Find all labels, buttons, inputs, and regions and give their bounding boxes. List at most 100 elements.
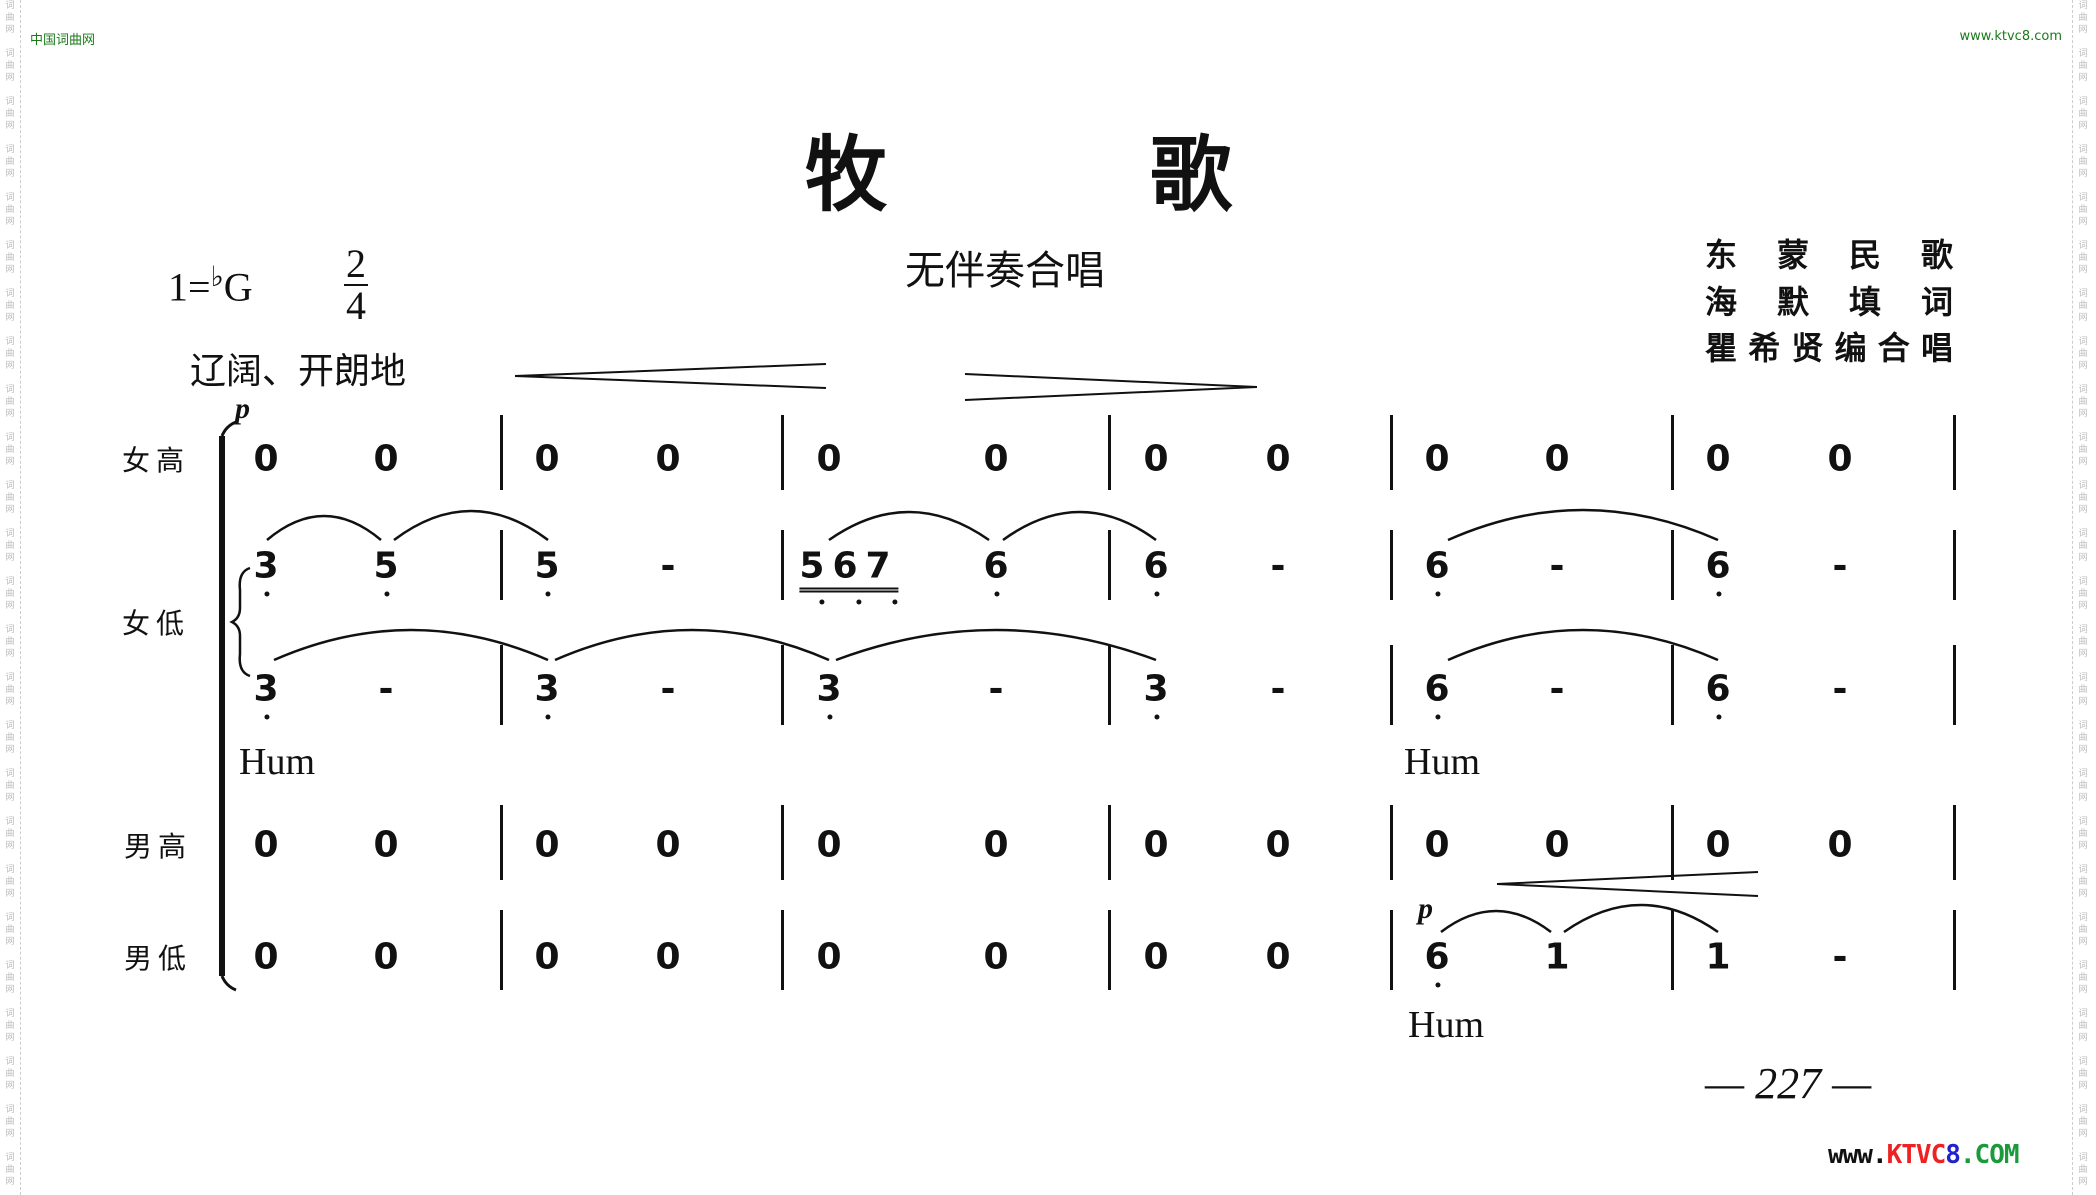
rest: 0 xyxy=(373,438,399,480)
rest: 0 xyxy=(253,438,279,480)
slur xyxy=(393,509,549,541)
bar-line xyxy=(1390,530,1393,600)
bar-line xyxy=(1390,805,1393,880)
rest: 0 xyxy=(1424,824,1450,866)
rest: 0 xyxy=(983,824,1009,866)
site-watermark-right: www.ktvc8.com xyxy=(1959,29,2062,44)
time-bottom: 4 xyxy=(346,283,366,328)
rest: 0 xyxy=(1827,824,1853,866)
bar-line xyxy=(1953,805,1956,880)
site-watermark-left: 中国词曲网 xyxy=(30,33,96,48)
rest: 0 xyxy=(1265,936,1291,978)
time-top: 2 xyxy=(344,241,368,286)
note: 6 xyxy=(1143,546,1169,597)
dash-extension: - xyxy=(1832,668,1848,710)
tempo-marking: 辽阔、开朗地 xyxy=(190,351,407,392)
bar-line xyxy=(1108,805,1111,880)
dash-extension: - xyxy=(660,668,676,710)
rest: 0 xyxy=(253,936,279,978)
rest: 0 xyxy=(534,936,560,978)
bar-line xyxy=(500,415,503,490)
note: 3 xyxy=(534,669,560,720)
rest: 0 xyxy=(1424,438,1450,480)
bar-line xyxy=(500,805,503,880)
slur xyxy=(1447,508,1719,542)
note: 6 xyxy=(983,546,1009,597)
system-bracket-hook xyxy=(220,420,237,992)
rest: 0 xyxy=(655,824,681,866)
note: 6 xyxy=(1705,546,1731,597)
note: 6 xyxy=(1705,669,1731,720)
rest: 0 xyxy=(1705,438,1731,480)
dynamic-piano: p xyxy=(235,392,250,425)
logo-com: .COM xyxy=(1959,1140,2020,1170)
part-label-bass: 男低 xyxy=(124,942,193,975)
flat-icon: ♭ xyxy=(210,262,224,293)
dash-extension: - xyxy=(1270,668,1286,710)
rest: 0 xyxy=(816,936,842,978)
rest: 0 xyxy=(816,438,842,480)
slur xyxy=(1447,628,1719,662)
bar-line xyxy=(500,530,503,600)
bar-line xyxy=(1953,645,1956,725)
dash-extension: - xyxy=(378,668,394,710)
bar-line xyxy=(1108,530,1111,600)
subtitle: 无伴奏合唱 xyxy=(905,248,1105,294)
bar-line xyxy=(1390,415,1393,490)
note: 3 xyxy=(253,546,279,597)
credit-origin: 东蒙民歌 xyxy=(1705,236,1953,274)
rest: 0 xyxy=(655,438,681,480)
bar-line xyxy=(1671,805,1674,880)
note-group: 567 xyxy=(799,545,899,605)
rest: 0 xyxy=(983,936,1009,978)
bar-line xyxy=(1108,645,1111,725)
slur xyxy=(1440,909,1552,933)
rest: 0 xyxy=(1143,438,1169,480)
slur xyxy=(835,628,1157,662)
slurs xyxy=(266,508,1719,934)
rest: 0 xyxy=(1705,824,1731,866)
rest: 0 xyxy=(534,438,560,480)
ktvc8-logo: www.KTVC8.COM xyxy=(1828,1140,2020,1170)
note: 6 xyxy=(1424,546,1450,597)
dash-extension: - xyxy=(1270,545,1286,587)
rest: 0 xyxy=(1827,438,1853,480)
bar-line xyxy=(781,805,784,880)
note: 3 xyxy=(253,669,279,720)
right-watermark-border: 词曲网词曲网词曲网词曲网词曲网词曲网词曲网词曲网词曲网词曲网词曲网词曲网词曲网词… xyxy=(2072,0,2093,1195)
bar-line xyxy=(781,530,784,600)
lyric-hum: Hum xyxy=(239,741,315,783)
bar-line xyxy=(781,415,784,490)
slur xyxy=(266,514,382,541)
crescendo-hairpin xyxy=(1496,871,1759,897)
note: 5 xyxy=(534,546,560,597)
rest: 0 xyxy=(1544,438,1570,480)
rest: 0 xyxy=(983,438,1009,480)
rest: 0 xyxy=(373,824,399,866)
dash-extension: - xyxy=(1832,545,1848,587)
lyric-hum: Hum xyxy=(1404,741,1480,783)
note: 3 xyxy=(1143,669,1169,720)
rest: 0 xyxy=(1265,824,1291,866)
bar-line xyxy=(1390,910,1393,990)
rest: 0 xyxy=(1143,936,1169,978)
note: 1 xyxy=(1544,936,1570,978)
bar-line xyxy=(1108,910,1111,990)
title-char-1: 牧 xyxy=(805,127,888,223)
part-label-tenor: 男高 xyxy=(124,830,193,863)
hairpins xyxy=(514,363,1759,897)
left-watermark-border: 词曲网词曲网词曲网词曲网词曲网词曲网词曲网词曲网词曲网词曲网词曲网词曲网词曲网词… xyxy=(0,0,21,1195)
dynamic-piano: p xyxy=(1418,892,1433,925)
part-label-soprano: 女高 xyxy=(122,444,191,477)
dash-extension: - xyxy=(1832,936,1848,978)
bar-line xyxy=(1671,530,1674,600)
bar-line xyxy=(500,645,503,725)
slur xyxy=(1002,510,1157,542)
bar-line xyxy=(1671,645,1674,725)
credit-lyricist: 海默填词 xyxy=(1705,283,1953,321)
page-number: — 227 — xyxy=(1705,1059,1872,1108)
dash-extension: - xyxy=(660,545,676,587)
credit-arranger: 瞿希贤编合唱 xyxy=(1705,329,1953,367)
